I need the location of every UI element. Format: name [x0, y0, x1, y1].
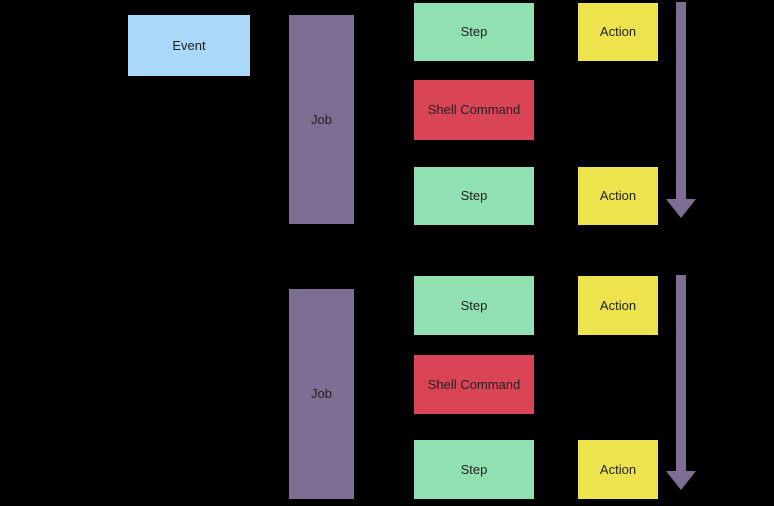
action-box: Action — [578, 3, 658, 61]
down-arrow-head — [666, 199, 696, 218]
down-arrow-shaft — [676, 275, 686, 472]
event-box: Event — [128, 15, 250, 76]
job-box: Job — [289, 289, 354, 499]
action-box: Action — [578, 276, 658, 335]
down-arrow-shaft — [676, 2, 686, 200]
job-box: Job — [289, 15, 354, 224]
step-box: Step — [414, 3, 534, 61]
step-box: Step — [414, 276, 534, 335]
shell-command-box: Shell Command — [414, 80, 534, 140]
shell-command-box: Shell Command — [414, 355, 534, 414]
step-box: Step — [414, 167, 534, 225]
action-box: Action — [578, 167, 658, 225]
action-box: Action — [578, 440, 658, 499]
down-arrow-head — [666, 471, 696, 490]
step-box: Step — [414, 440, 534, 499]
